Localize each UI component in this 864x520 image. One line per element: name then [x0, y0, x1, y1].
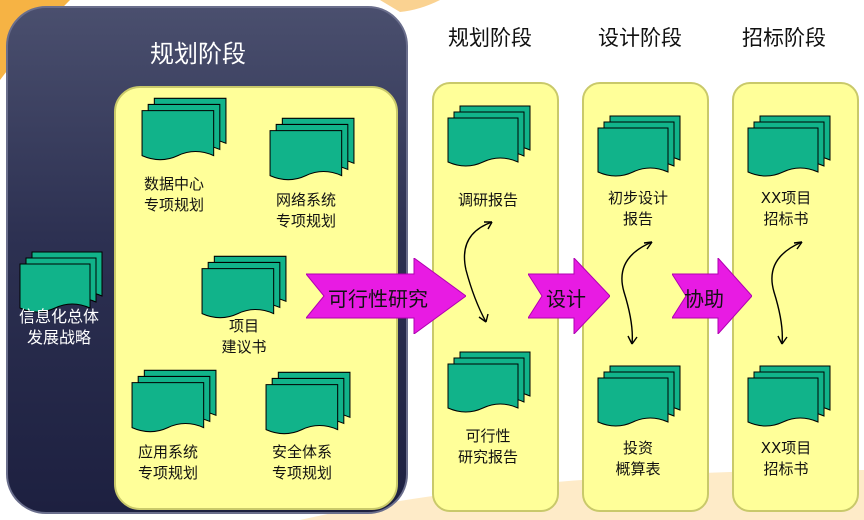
arrow-label-assist: 协助	[684, 287, 724, 311]
doc-label-feasibility-report: 可行性 研究报告	[457, 427, 518, 466]
doc-label-datacenter: 数据中心 专项规划	[143, 175, 204, 214]
doc-label-proposal: 项目 建议书	[221, 317, 267, 356]
document-stack-icon	[265, 371, 351, 435]
stage-title-design: 设计阶段	[598, 26, 682, 50]
document-stack-icon	[131, 369, 217, 433]
magenta-arrow-assist	[672, 258, 752, 334]
doc-label-application: 应用系统 专项规划	[137, 443, 198, 482]
document-stack-icon	[747, 365, 831, 427]
swirl-arrow-icon	[771, 241, 803, 345]
swirl-arrow-icon	[463, 221, 493, 323]
swirl-arrow-icon	[621, 241, 653, 345]
doc-label-research-report: 调研报告	[457, 191, 518, 209]
arrow-label-feasibility: 可行性研究	[328, 287, 428, 311]
document-stack-icon	[19, 251, 103, 313]
planning-group-title: 规划阶段	[150, 40, 246, 68]
doc-label-security: 安全体系 专项规划	[271, 443, 332, 482]
doc-label-bid-bottom: XX项目 招标书	[760, 439, 812, 478]
arrow-label-design: 设计	[546, 287, 586, 311]
doc-label-bid-top: XX项目 招标书	[760, 189, 812, 228]
overall-strategy-label: 信息化总体 发展战略	[18, 307, 99, 347]
document-stack-icon	[597, 115, 681, 177]
doc-label-budget: 投资 概算表	[615, 439, 661, 478]
doc-label-preliminary-design: 初步设计 报告	[607, 189, 668, 228]
magenta-arrow-feasibility	[306, 258, 466, 334]
document-stack-icon	[141, 97, 227, 161]
stage-title-planning: 规划阶段	[448, 26, 532, 50]
doc-label-network: 网络系统 专项规划	[275, 191, 336, 230]
document-stack-icon	[269, 117, 355, 181]
document-stack-icon	[447, 105, 531, 167]
magenta-arrow-design	[528, 258, 610, 334]
stage-title-bidding: 招标阶段	[742, 26, 826, 50]
document-stack-icon	[447, 351, 531, 413]
document-stack-icon	[747, 115, 831, 177]
document-stack-icon	[597, 365, 681, 427]
document-stack-icon	[201, 255, 287, 319]
